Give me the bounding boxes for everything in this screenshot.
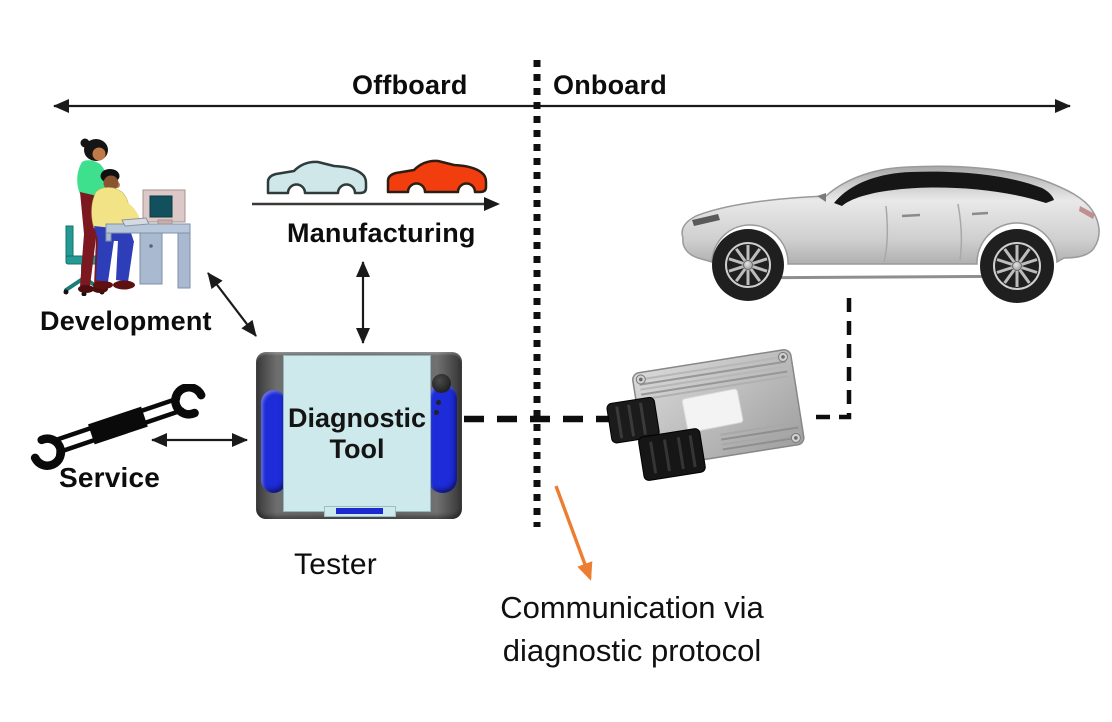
production-line-arrow <box>252 197 500 211</box>
tool-label-line2: Tool <box>329 433 385 464</box>
ecu-connectors <box>606 396 706 481</box>
silver-car-image <box>681 165 1100 303</box>
tester-caption: Tester <box>294 548 377 581</box>
people-at-computer-icon <box>63 138 191 296</box>
tool-connector-port <box>336 508 383 514</box>
side-mirror <box>817 193 826 202</box>
development-tester-arrow <box>207 272 257 337</box>
red-car-outline <box>386 159 488 194</box>
keyboard <box>121 217 150 227</box>
car-body <box>681 165 1100 280</box>
annotation-line2: diagnostic protocol <box>502 633 762 668</box>
annotation-line1: Communication via <box>500 590 764 625</box>
annotation-arrow <box>554 485 593 581</box>
power-button <box>432 374 451 393</box>
diagnostic-tool-device: Diagnostic Tool <box>256 352 462 519</box>
tool-screen-label: Diagnostic Tool <box>288 403 426 465</box>
development-label: Development <box>40 306 212 336</box>
engine-control-unit-image <box>606 349 805 481</box>
onboard-label: Onboard <box>553 70 667 100</box>
manufacturing-label: Manufacturing <box>287 218 476 248</box>
blue-car-outline <box>266 160 368 195</box>
tool-left-handle <box>261 390 286 493</box>
ecu-car-dashed-link <box>816 293 852 420</box>
ecu-ribs <box>638 355 800 451</box>
car-windows <box>834 171 1054 206</box>
production-cars-icon <box>252 159 500 211</box>
tool-screen: Diagnostic Tool <box>283 355 431 512</box>
taillight <box>1079 206 1095 219</box>
tool-right-handle <box>428 384 457 493</box>
headlight <box>692 214 720 226</box>
computer-monitor <box>121 189 186 227</box>
tool-led-dot <box>434 410 439 415</box>
tool-label-line1: Diagnostic <box>287 402 427 433</box>
seated-person <box>91 169 140 290</box>
ecu-label-sticker <box>681 388 744 433</box>
offboard-label: Offboard <box>352 70 468 100</box>
service-label: Service <box>59 462 161 493</box>
communication-annotation: Communication via diagnostic protocol <box>450 586 814 672</box>
rear-wheel <box>980 229 1054 303</box>
wrench-icon <box>30 384 206 470</box>
front-wheel <box>712 229 784 301</box>
desk <box>105 223 191 289</box>
tool-led-dot <box>436 400 441 405</box>
